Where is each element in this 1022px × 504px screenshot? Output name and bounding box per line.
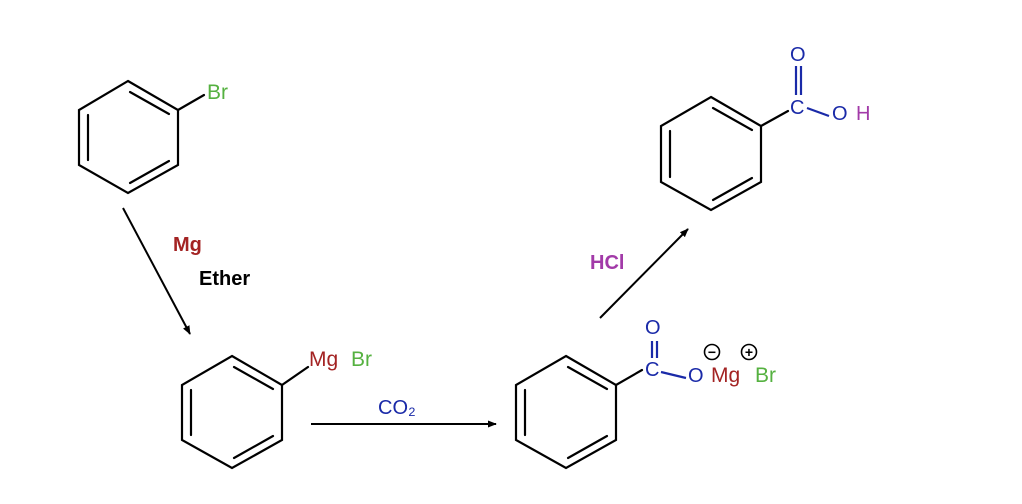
negative-charge-icon — [703, 343, 721, 361]
ring-inner-double-bonds — [189, 365, 275, 460]
hydroxyl-h-label: H — [856, 103, 870, 125]
br-label: Br — [351, 348, 372, 371]
ring-inner-double-bonds — [86, 90, 171, 185]
reaction-arrow-1 — [122, 207, 191, 335]
benzoic-acid-molecule: O C O H — [659, 44, 870, 212]
positive-charge-icon — [740, 343, 758, 361]
negative-charge-sign: − — [708, 344, 716, 360]
carboxylate-salt-molecule: O C O − Mg + Br — [514, 317, 776, 470]
anion-o-label: O — [688, 365, 704, 387]
c-oh-single-bond — [806, 106, 830, 118]
br-label: Br — [207, 81, 228, 104]
carboxyl-c-label: C — [790, 97, 804, 119]
carboxyl-c-label: C — [645, 359, 659, 381]
benzene-ring — [77, 79, 180, 195]
ring-carboxyl-bond — [759, 109, 790, 128]
reagent-hcl-label: HCl — [590, 252, 624, 274]
ring-inner-double-bonds — [523, 365, 609, 460]
c-o-single-bond — [660, 370, 687, 380]
mg-label: Mg — [711, 364, 740, 387]
benzene-ring — [659, 95, 763, 212]
reagent-mg-label: Mg — [173, 234, 202, 256]
phenylmagnesium-bromide-molecule: Mg Br — [180, 348, 372, 470]
bromobenzene-molecule: Br — [77, 79, 228, 195]
benzene-ring — [180, 354, 284, 470]
positive-charge-sign: + — [745, 344, 753, 360]
reagent-ether-label: Ether — [199, 268, 250, 290]
c-mg-bond — [280, 365, 310, 387]
hydroxyl-o-label: O — [832, 103, 848, 125]
c-br-bond — [176, 93, 206, 112]
reaction-arrow-3 — [599, 228, 689, 319]
ring-inner-double-bonds — [668, 106, 754, 202]
br-label: Br — [755, 364, 776, 387]
carbonyl-o-label: O — [790, 44, 806, 66]
ring-carboxyl-bond — [614, 368, 644, 387]
mg-label: Mg — [309, 348, 338, 371]
reagent-co2-label: CO₂ — [378, 397, 416, 419]
carbonyl-o-label: O — [645, 317, 661, 339]
benzene-ring — [514, 354, 618, 470]
